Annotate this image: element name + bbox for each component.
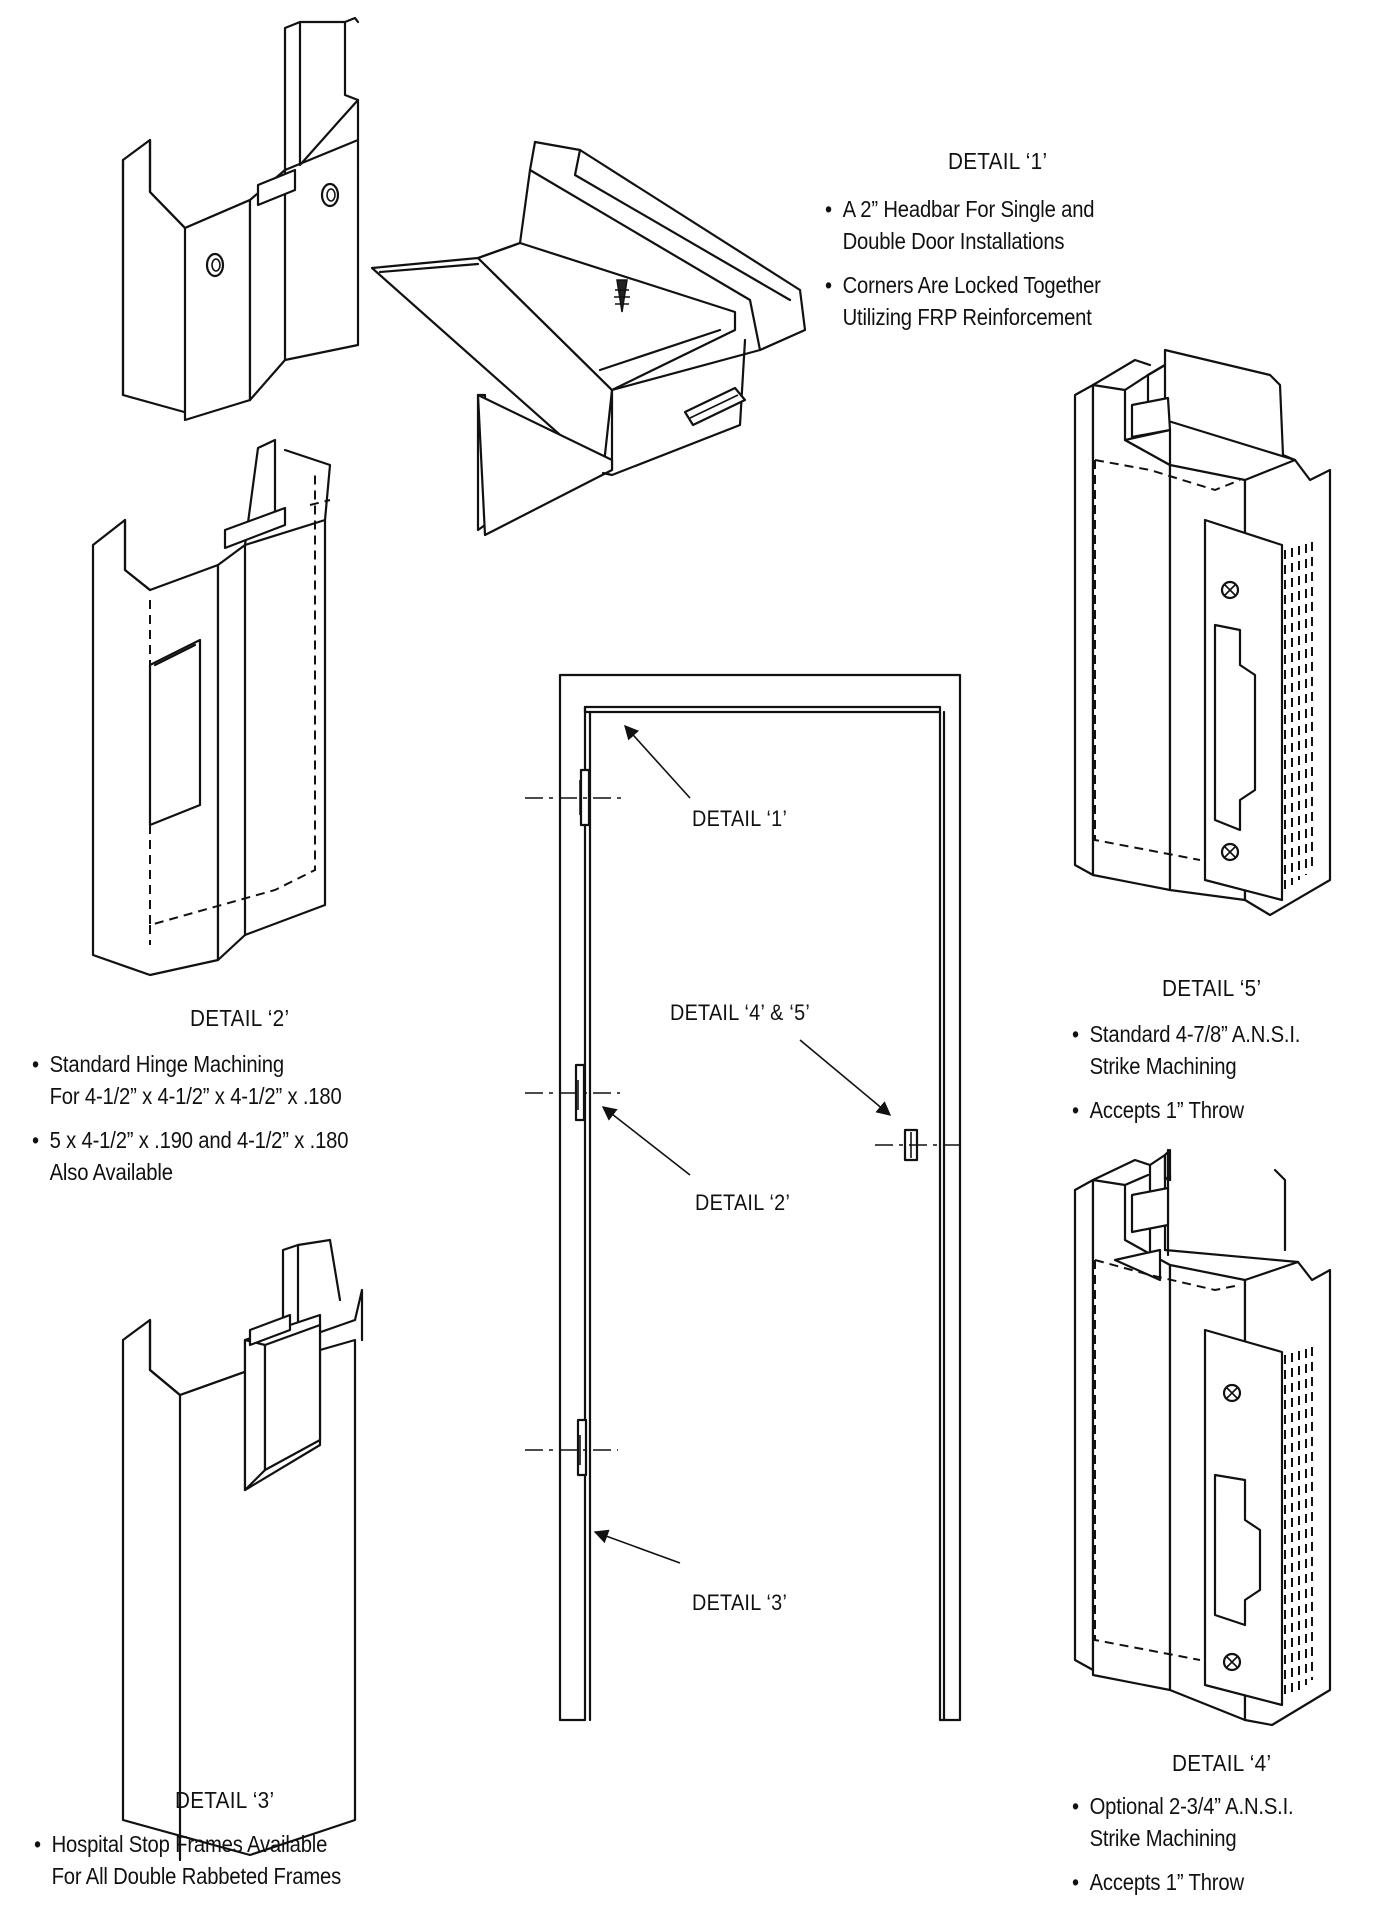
detail-1-notes: A 2” Headbar For Single and Double Door … — [825, 193, 1101, 345]
detail-5-bullet-2: Accepts 1” Throw — [1072, 1094, 1300, 1126]
headbar-drawing — [370, 140, 807, 537]
callout-detail-4-5: DETAIL ‘4’ & ‘5’ — [670, 1000, 811, 1025]
detail-3-notes: Hospital Stop Frames Available For All D… — [34, 1828, 341, 1904]
detail-2-bullet-2-line-2: Also Available — [49, 1159, 173, 1185]
detail-3-bullet-1: Hospital Stop Frames Available For All D… — [34, 1828, 341, 1892]
detail-1-bullet-2: Corners Are Locked Together Utilizing FR… — [825, 269, 1101, 333]
detail-5-bullet-1: Standard 4-7/8” A.N.S.I. Strike Machinin… — [1072, 1018, 1300, 1082]
detail-4-bullet-2: Accepts 1” Throw — [1072, 1866, 1293, 1898]
detail-1-title: DETAIL ‘1’ — [948, 148, 1048, 174]
detail-2-bullet-2-line-1: 5 x 4-1/2” x .190 and 4-1/2” x .180 — [49, 1127, 349, 1153]
detail-5-jamb-drawing — [1073, 348, 1332, 917]
detail-1-bullet-1-line-1: A 2” Headbar For Single and — [842, 196, 1095, 222]
detail-4-jamb-drawing — [1073, 1148, 1332, 1727]
detail-3-bullet-1-line-2: For All Double Rabbeted Frames — [51, 1863, 342, 1889]
detail-2-title: DETAIL ‘2’ — [190, 1005, 290, 1031]
detail-1-bullet-2-line-2: Utilizing FRP Reinforcement — [842, 304, 1092, 330]
detail-5-bullet-2-line-1: Accepts 1” Throw — [1089, 1097, 1244, 1123]
detail-5-notes: Standard 4-7/8” A.N.S.I. Strike Machinin… — [1072, 1018, 1300, 1138]
detail-5-bullet-1-line-1: Standard 4-7/8” A.N.S.I. — [1089, 1021, 1301, 1047]
detail-5-title: DETAIL ‘5’ — [1162, 975, 1262, 1001]
detail-3-title: DETAIL ‘3’ — [175, 1787, 275, 1813]
detail-4-title: DETAIL ‘4’ — [1172, 1750, 1272, 1776]
detail-4-notes: Optional 2-3/4” A.N.S.I. Strike Machinin… — [1072, 1790, 1294, 1910]
detail-5-bullet-1-line-2: Strike Machining — [1089, 1053, 1237, 1079]
detail-1-bullet-1-line-2: Double Door Installations — [842, 228, 1065, 254]
detail-4-bullet-1-line-1: Optional 2-3/4” A.N.S.I. — [1089, 1793, 1294, 1819]
detail-4-bullet-1-line-2: Strike Machining — [1089, 1825, 1237, 1851]
detail-4-bullet-2-line-1: Accepts 1” Throw — [1089, 1869, 1244, 1895]
detail-1-bullet-2-line-1: Corners Are Locked Together — [842, 272, 1101, 298]
top-left-jamb-drawing — [121, 16, 360, 422]
callout-detail-3: DETAIL ‘3’ — [692, 1590, 788, 1615]
detail-2-bullet-1-line-1: Standard Hinge Machining — [49, 1051, 284, 1077]
detail-2-bullet-2: 5 x 4-1/2” x .190 and 4-1/2” x .180 Also… — [32, 1124, 349, 1188]
detail-2-jamb-drawing — [91, 438, 332, 977]
detail-2-bullet-1: Standard Hinge Machining For 4-1/2” x 4-… — [32, 1048, 348, 1112]
detail-3-jamb-drawing — [121, 1238, 364, 1862]
detail-3-bullet-1-line-1: Hospital Stop Frames Available — [51, 1831, 328, 1857]
door-frame-elevation — [525, 673, 965, 1722]
callout-detail-1: DETAIL ‘1’ — [692, 806, 788, 831]
callout-detail-2: DETAIL ‘2’ — [695, 1190, 791, 1215]
detail-1-bullet-1: A 2” Headbar For Single and Double Door … — [825, 193, 1101, 257]
detail-4-bullet-1: Optional 2-3/4” A.N.S.I. Strike Machinin… — [1072, 1790, 1294, 1854]
detail-2-notes: Standard Hinge Machining For 4-1/2” x 4-… — [32, 1048, 349, 1200]
detail-2-bullet-1-line-2: For 4-1/2” x 4-1/2” x 4-1/2” x .180 — [49, 1083, 342, 1109]
